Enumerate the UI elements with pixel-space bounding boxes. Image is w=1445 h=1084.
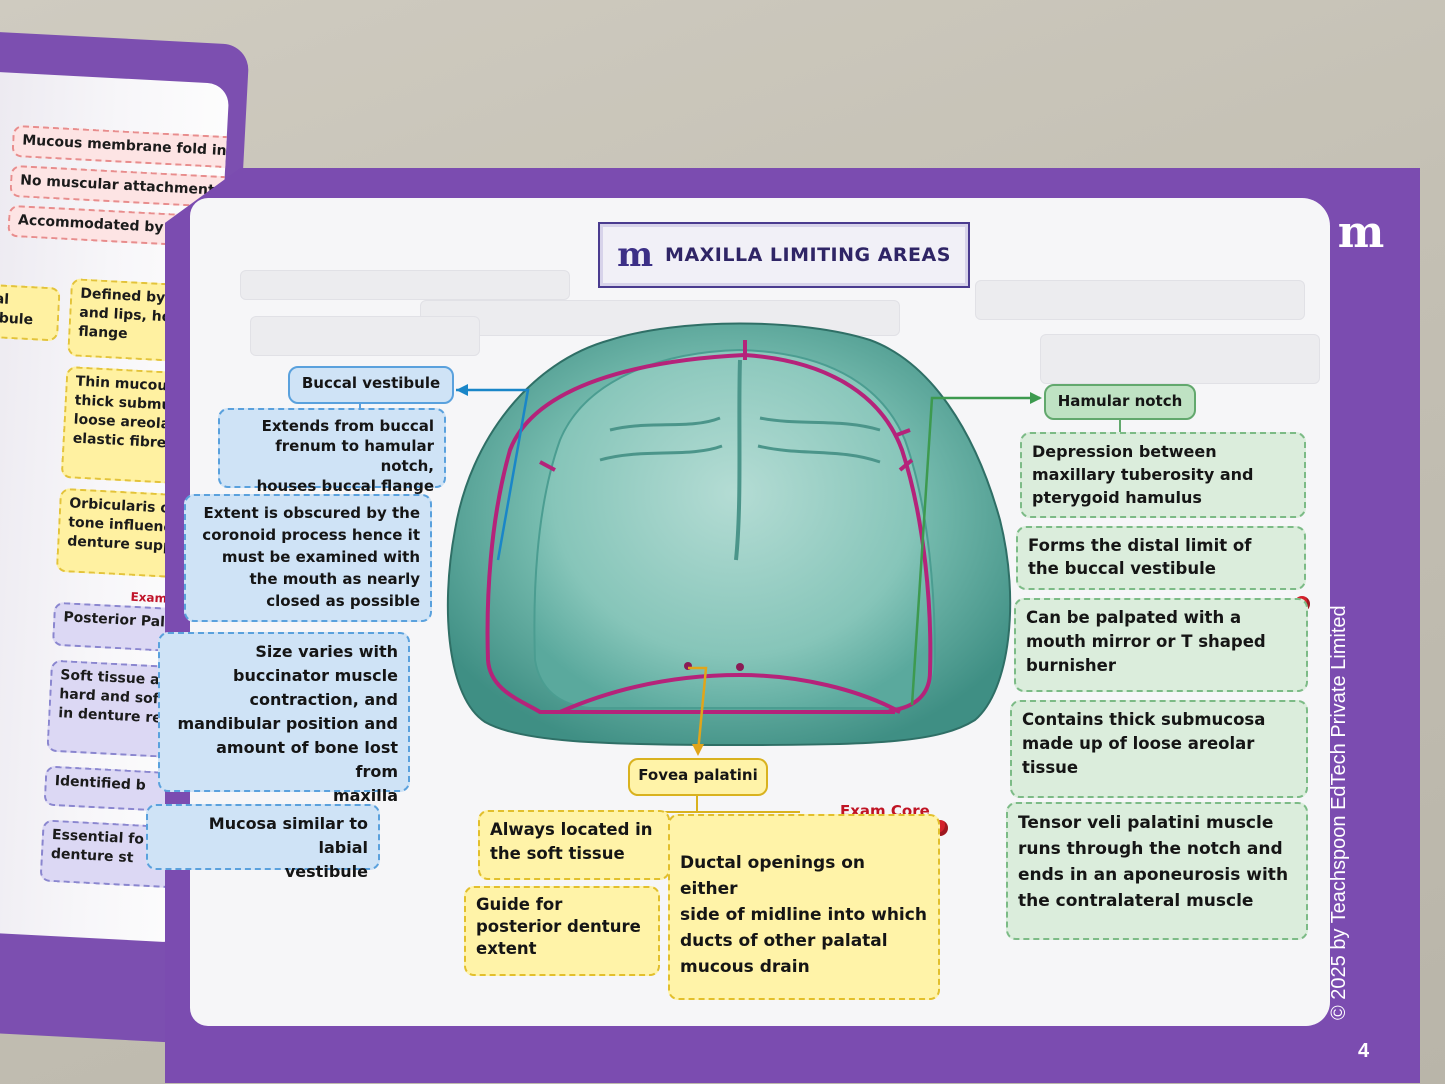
fovea-palatini-label: Fovea palatini <box>628 758 768 796</box>
corner-brand-logo-icon: m <box>1337 207 1385 258</box>
buccal-fact: Mucosa similar to labial vestibule <box>146 804 380 881</box>
fovea-connector <box>688 666 708 753</box>
buccal-fact: Size varies with buccinator muscle contr… <box>158 632 410 805</box>
buccal-fact: Extends from buccal frenum to hamular no… <box>218 408 446 495</box>
brand-logo-icon: m <box>617 235 654 275</box>
page-title: MAXILLA LIMITING AREAS <box>665 244 951 266</box>
fovea-point-right <box>736 663 744 671</box>
fovea-fact: Always located in the soft tissue <box>478 810 670 880</box>
fovea-fact: Ductal openings on either side of midlin… <box>668 814 940 1000</box>
fovea-fact: Guide for posterior denture extent <box>464 886 660 976</box>
ghost-box <box>250 316 480 356</box>
hamular-fact: Forms the distal limit of the buccal ves… <box>1016 526 1306 590</box>
page-title-box: m MAXILLA LIMITING AREAS <box>598 222 970 288</box>
palate-illustration <box>446 322 1012 747</box>
hamular-connector <box>910 396 1040 706</box>
hamular-fact: Tensor veli palatini muscle runs through… <box>1006 802 1308 940</box>
ghost-box <box>240 270 570 300</box>
hamular-notch-label: Hamular notch <box>1044 384 1196 420</box>
buccal-fact: Extent is obscured by the coronoid proce… <box>184 494 432 622</box>
buccal-connector <box>456 388 530 561</box>
copyright-notice: © 2025 by Teachspoon EdTech Private Limi… <box>1328 605 1350 1020</box>
buccal-vestibule-label: Buccal vestibule <box>288 366 454 404</box>
hamular-fact: Depression between maxillary tuberosity … <box>1020 432 1306 518</box>
hamular-fact: Can be palpated with a mouth mirror or T… <box>1014 598 1308 692</box>
page-number: 4 <box>1358 1040 1370 1062</box>
hamular-fact: Contains thick submucosa made up of loos… <box>1010 700 1308 798</box>
ghost-box <box>1040 334 1320 384</box>
ghost-box <box>975 280 1305 320</box>
